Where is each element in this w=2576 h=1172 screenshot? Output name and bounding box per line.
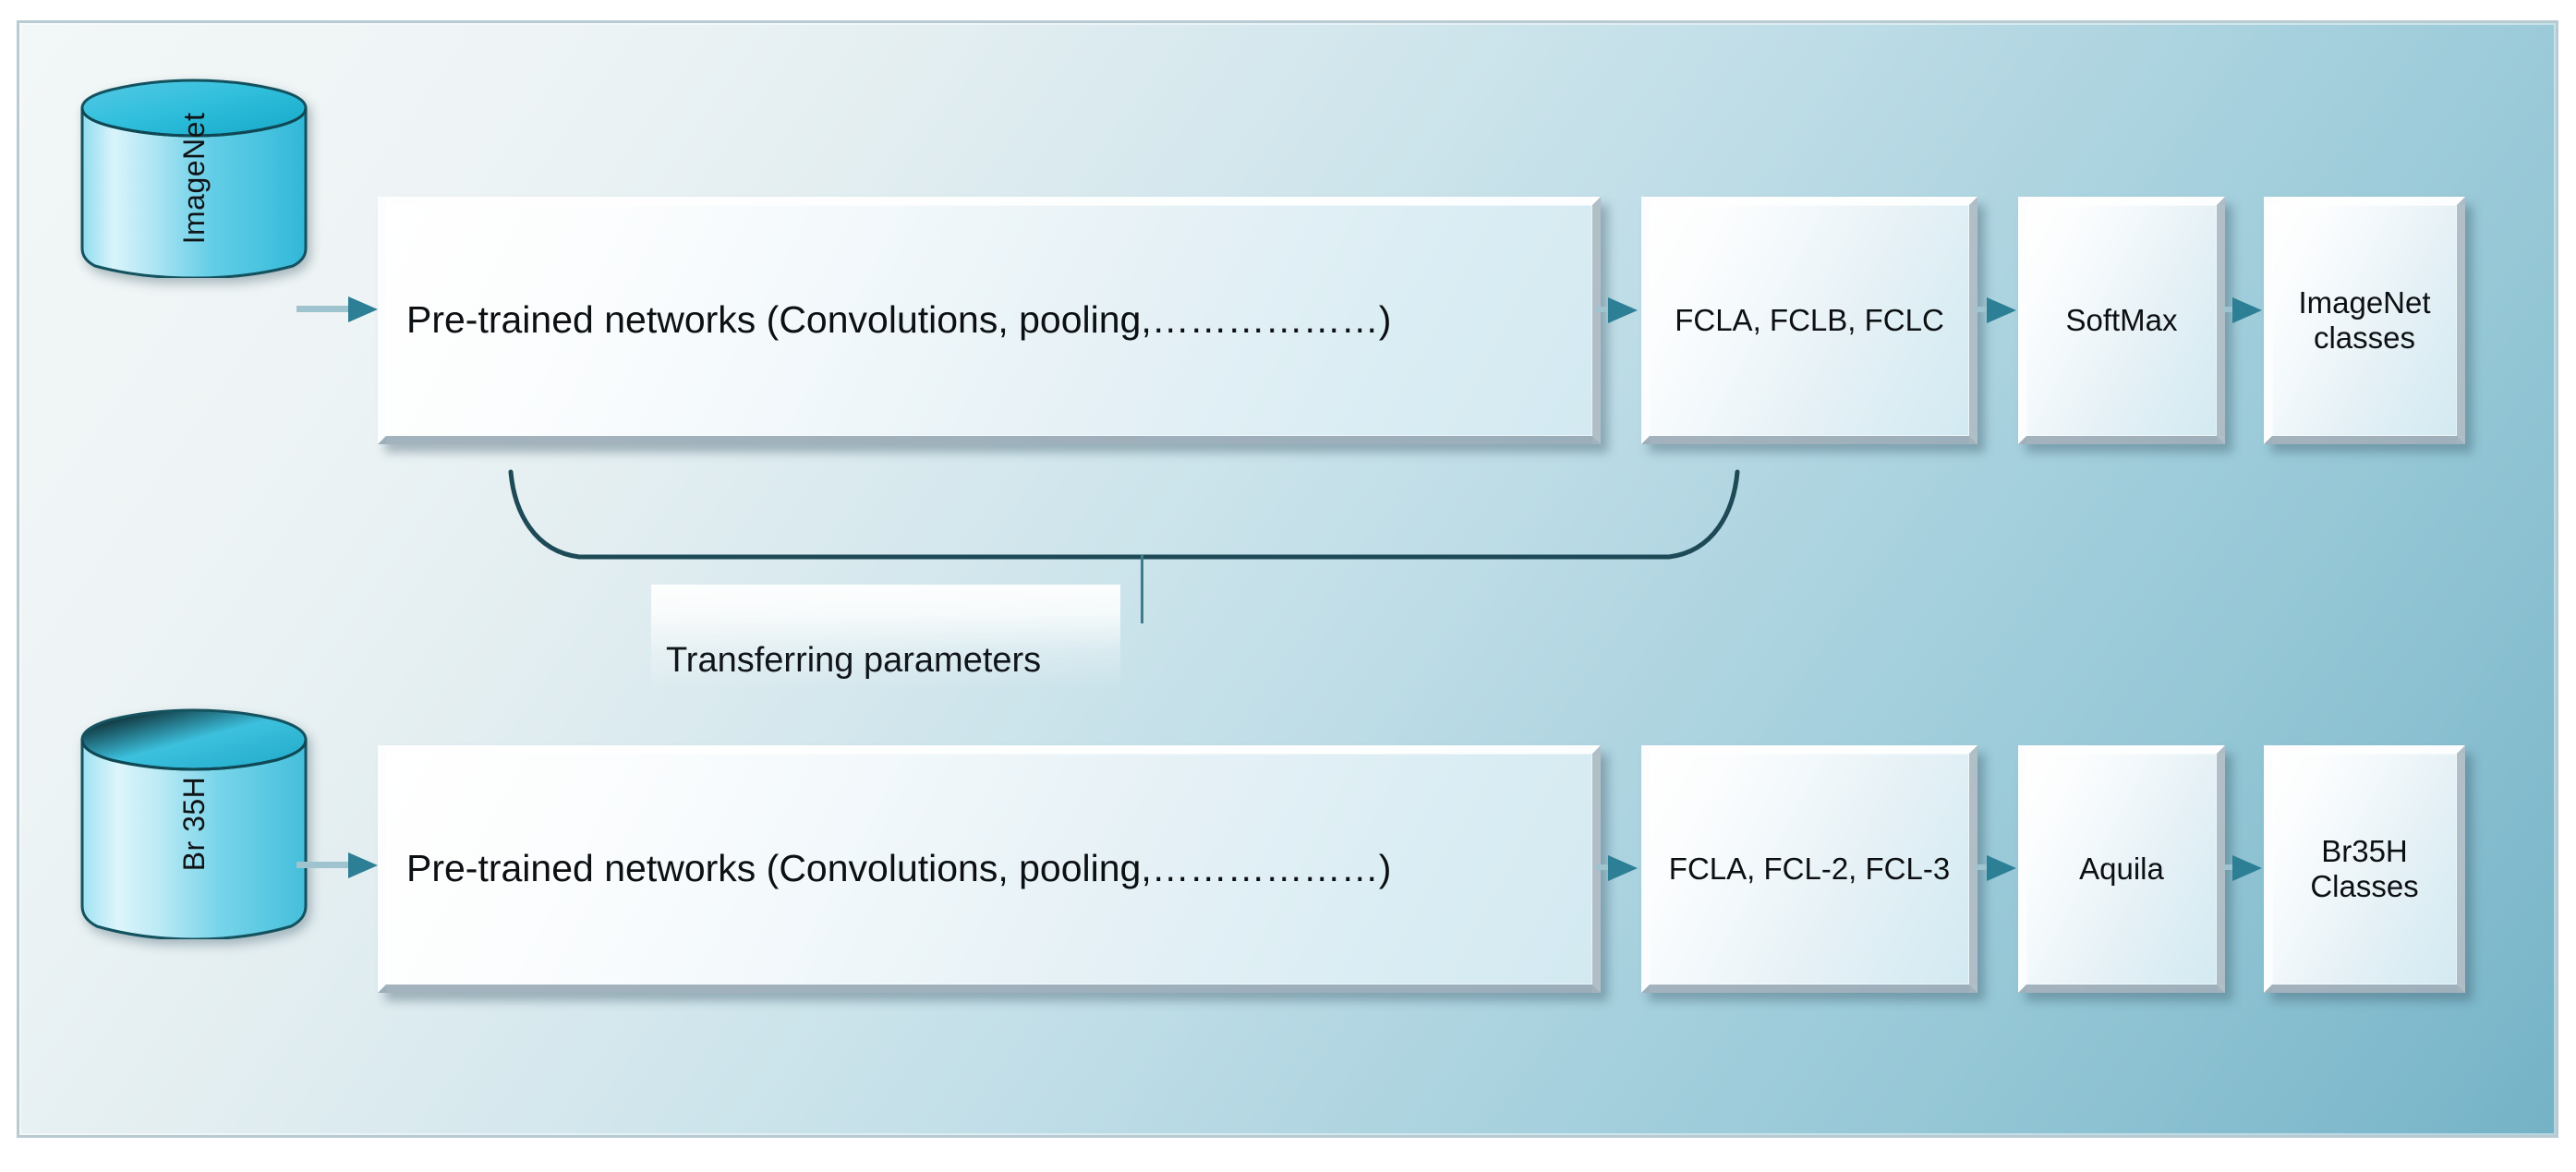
box-pretrained-networks-bottom[interactable]: Pre-trained networks (Convolutions, pool… [378,745,1601,993]
box-label: Pre-trained networks (Convolutions, pool… [406,298,1392,342]
arrow-br35h-to-pretrained [296,847,381,888]
box-fc-layers-top[interactable]: FCLA, FCLB, FCLC [1641,197,1977,444]
transfer-parameters-text: Transferring parameters [666,641,1042,680]
box-classifier-softmax[interactable]: SoftMax [2018,197,2225,444]
box-label: Aquila [2079,852,2164,887]
database-cylinder-icon [80,708,308,941]
database-label: Br 35H [176,776,211,872]
arrow-softmax-to-classes [2223,293,2271,332]
transfer-parameters-label: Transferring parameters [651,585,1120,690]
box-classifier-aquila[interactable]: Aquila [2018,745,2225,993]
brace-drop-line [1139,555,1146,628]
box-output-br35h-classes[interactable]: Br35H Classes [2264,745,2465,993]
database-cylinder-icon [80,79,308,280]
box-label: FCLA, FCLB, FCLC [1675,303,1944,338]
arrow-fc-to-softmax [1976,293,2024,332]
arrow-fc-to-aquila [1976,851,2024,890]
arrow-imagenet-to-pretrained [296,291,381,332]
box-output-imagenet-classes[interactable]: ImageNet classes [2264,197,2465,444]
box-label: ImageNet classes [2298,285,2431,355]
box-label: SoftMax [2065,303,2178,338]
box-label: Br35H Classes [2310,834,2419,903]
arrow-pretrained-to-fc-bottom [1595,851,1643,890]
diagram-frame: ImageNet Pre-trained networks (Convoluti… [17,20,2558,1138]
arrow-aquila-to-classes [2223,851,2271,890]
database-label: ImageNet [176,112,211,245]
database-cylinder-br35h[interactable]: Br 35H [75,708,313,941]
box-label: FCLA, FCL-2, FCL-3 [1668,852,1951,887]
box-fc-layers-bottom[interactable]: FCLA, FCL-2, FCL-3 [1641,745,1977,993]
arrow-pretrained-to-fc-top [1595,293,1643,332]
box-pretrained-networks-top[interactable]: Pre-trained networks (Convolutions, pool… [378,197,1601,444]
transfer-brace [481,455,1774,580]
database-cylinder-imagenet[interactable]: ImageNet [75,79,313,280]
box-label: Pre-trained networks (Convolutions, pool… [406,847,1392,890]
